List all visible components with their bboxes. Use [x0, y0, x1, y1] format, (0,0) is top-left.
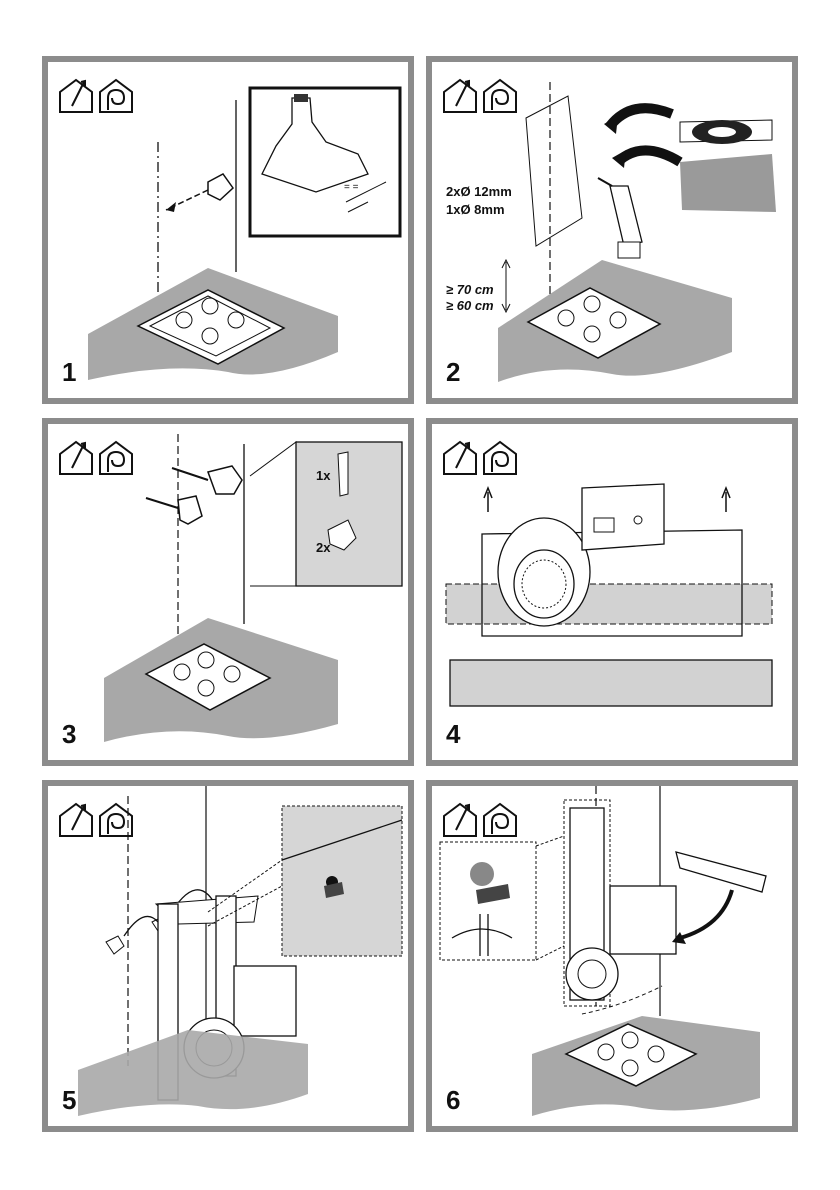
recirculating-mode-icon: [484, 442, 516, 474]
svg-text:= =: = =: [344, 182, 359, 193]
step-number: 1: [62, 357, 76, 388]
recirculating-mode-icon: [100, 442, 132, 474]
step-number: 5: [62, 1085, 76, 1116]
drill-holes-8mm-label: 1xØ 8mm: [446, 202, 505, 218]
recirculating-mode-icon: [100, 804, 132, 836]
step-1-illustration: = =: [48, 62, 408, 398]
plug-quantity-label: 1x: [316, 468, 330, 484]
height-gas-label: ≥ 70 cm: [446, 282, 494, 298]
bracket-quantity-label: 2x: [316, 540, 330, 556]
ducted-mode-icon: [444, 80, 476, 112]
step-6-illustration: [432, 786, 792, 1126]
step-6-panel: 6: [426, 780, 798, 1132]
ducted-mode-icon: [60, 80, 92, 112]
ducted-mode-icon: [444, 442, 476, 474]
recirculating-mode-icon: [100, 80, 132, 112]
step-number: 2: [446, 357, 460, 388]
step-2-illustration: [432, 62, 792, 398]
ducted-mode-icon: [444, 804, 476, 836]
step-5-illustration: [48, 786, 408, 1126]
step-4-illustration: [432, 424, 792, 760]
step-3-illustration: [48, 424, 408, 760]
height-electric-label: ≥ 60 cm: [446, 298, 494, 314]
ducted-mode-icon: [60, 442, 92, 474]
recirculating-mode-icon: [484, 804, 516, 836]
step-1-panel: = = 1: [42, 56, 414, 404]
ducted-mode-icon: [60, 804, 92, 836]
step-number: 6: [446, 1085, 460, 1116]
step-number: 3: [62, 719, 76, 750]
step-number: 4: [446, 719, 460, 750]
drill-holes-12mm-label: 2xØ 12mm: [446, 184, 512, 200]
step-3-panel: 1x 2x 3: [42, 418, 414, 766]
step-2-panel: 2xØ 12mm 1xØ 8mm ≥ 70 cm ≥ 60 cm 2: [426, 56, 798, 404]
step-5-panel: 5: [42, 780, 414, 1132]
recirculating-mode-icon: [484, 80, 516, 112]
step-4-panel: 4: [426, 418, 798, 766]
